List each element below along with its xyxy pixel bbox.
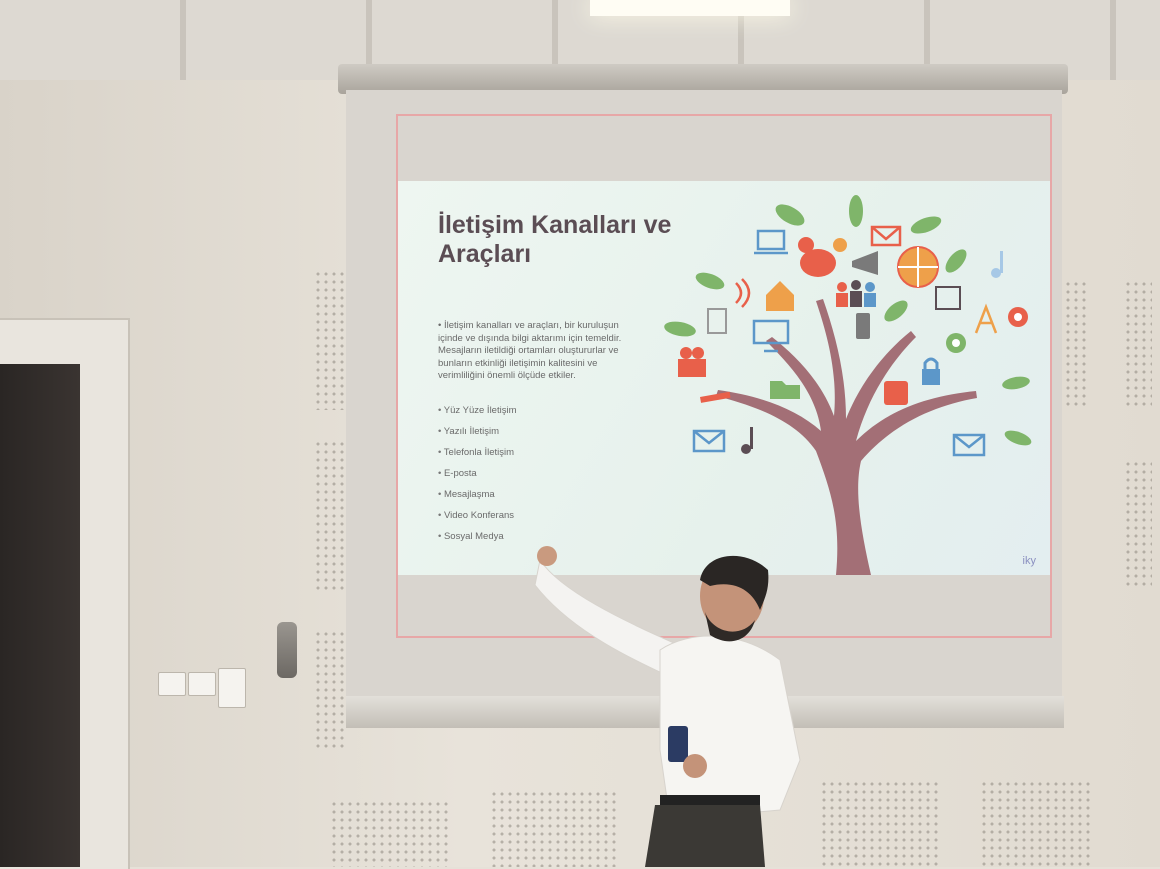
projector-remote[interactable] [277, 622, 297, 678]
rss-icon [884, 381, 908, 405]
envelope-icon [870, 225, 902, 247]
house-icon [766, 281, 794, 311]
megaphone-icon [852, 251, 878, 275]
people-icon [836, 280, 876, 307]
bullet-item: Telefonla İletişim [438, 447, 517, 468]
acoustic-panel [1124, 280, 1152, 410]
light-switch[interactable] [188, 672, 216, 696]
bird-icon [798, 237, 836, 277]
acoustic-panel [330, 800, 450, 867]
folder-icon [770, 381, 800, 399]
thermostat[interactable] [218, 668, 246, 708]
phone-icon [856, 313, 870, 339]
presentation-slide: İletişim Kanalları ve Araçları • İletişi… [398, 181, 1050, 575]
acoustic-panel [490, 790, 620, 867]
gear-icon [1008, 307, 1028, 327]
envelope-icon [692, 429, 726, 453]
document-icon [707, 308, 727, 334]
bullet-item: Yüz Yüze İletişim [438, 405, 517, 426]
wifi-icon [735, 278, 751, 308]
door [0, 364, 80, 867]
envelope-icon [952, 433, 986, 457]
ceiling-light [590, 0, 790, 16]
slide-intro: İletişim kanalları ve araçları, bir kuru… [438, 320, 622, 381]
music-note-icon [991, 251, 1003, 278]
presenter-head [700, 555, 769, 642]
bullet-item: Mesajlaşma [438, 489, 517, 510]
brand-logo: iky [1022, 555, 1036, 567]
slide-bullet-list: Yüz Yüze İletişim Yazılı İletişim Telefo… [438, 405, 517, 552]
laptop-icon [754, 229, 788, 255]
bullet-item: E-posta [438, 468, 517, 489]
acoustic-panel [1064, 280, 1086, 410]
music-note-icon [741, 427, 753, 454]
smartphone [668, 726, 707, 778]
slide-intro-text: • İletişim kanalları ve araçları, bir ku… [438, 320, 622, 381]
acoustic-panel [314, 440, 346, 590]
antenna-icon [974, 303, 998, 334]
bullet-item: Yazılı İletişim [438, 426, 517, 447]
acoustic-panel [820, 780, 940, 867]
wrench-icon [700, 391, 731, 403]
monitor-icon [752, 319, 790, 353]
communication-tree-illustration [664, 195, 1032, 575]
camera-icon [678, 347, 706, 377]
acoustic-panel [314, 270, 346, 410]
bullet-item: Video Konferans [438, 510, 517, 531]
projector-screen-housing [338, 64, 1068, 94]
lightbulb-icon [833, 238, 847, 252]
slide-title: İletişim Kanalları ve Araçları [438, 211, 672, 268]
bullet-item: Sosyal Medya [438, 531, 517, 552]
globe-icon [897, 246, 939, 288]
tree-trunk [716, 299, 977, 575]
acoustic-panel [1124, 460, 1152, 590]
acoustic-panel [980, 780, 1090, 867]
light-switch[interactable] [158, 672, 186, 696]
acoustic-panel [314, 630, 346, 750]
calculator-icon [935, 286, 961, 310]
lock-icon [922, 357, 940, 385]
gear-icon [946, 333, 966, 353]
leaf-icon [664, 195, 1032, 446]
